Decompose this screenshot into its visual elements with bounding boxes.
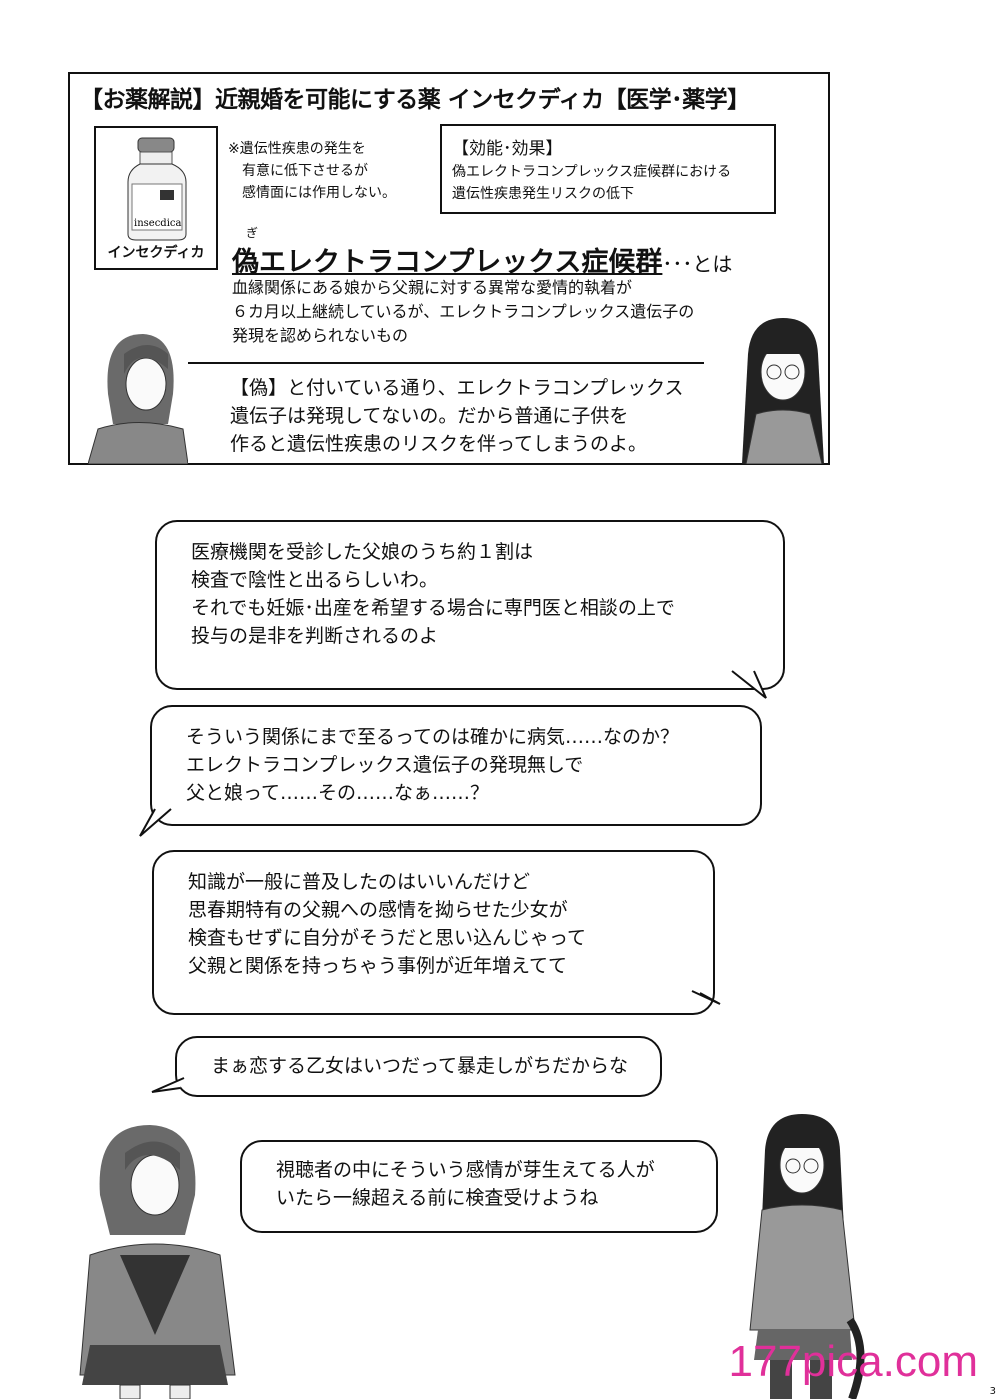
speech-bubble: 知識が一般に普及したのはいいんだけど 思春期特有の父親への感情を拗らせた少女が … [152,850,715,1015]
bubble-tail [691,990,721,1005]
drug-image-box: insecdica インセクディカ [94,126,218,270]
character-long-hair-glasses-portrait [742,318,824,464]
character-long-hair-glasses-full-body [749,1114,865,1399]
character-short-hair-portrait [88,334,188,464]
definition: 血縁関係にある娘から父親に対する異常な愛情的執着が ６カ月以上継続しているが、エ… [232,276,694,348]
bubble-tail [151,1077,185,1093]
definition-line: 発現を認められないもの [232,326,409,345]
explanation-line: 【偽】と付いている通り、エレクトラコンプレックス [230,377,684,399]
bubble-tail [139,808,172,837]
explanation-line: 作ると遺伝性疾患のリスクを伴ってしまうのよ。 [230,433,648,455]
bottle-label: insecdica [134,218,181,229]
definition-line: 血縁関係にある娘から父親に対する異常な愛情的執着が [232,278,633,297]
bubble-tail [731,670,767,699]
effect-line: 遺伝性疾患発生リスクの低下 [452,186,634,202]
definition-line: ６カ月以上継続しているが、エレクトラコンプレックス遺伝子の [232,302,695,321]
medicine-bottle-icon: insecdica [127,137,187,241]
syndrome-heading: 偽エレクトラコンプレックス症候群･･･とは [232,240,732,279]
speech-bubble: まぁ恋する乙女はいつだって暴走しがちだからな [175,1036,662,1097]
panel-title: 【お薬解説】近親婚を可能にする薬 インセクディカ【医学･薬学】 [80,87,750,113]
drug-name: インセクディカ [107,245,205,261]
divider [188,362,704,364]
syndrome-suffix: ･･･とは [662,252,733,276]
effect-line: 偽エレクトラコンプレックス症候群における [452,164,732,180]
explanation-line: 遺伝子は発現してないの。だから普通に子供を [230,405,629,427]
watermark: 177pica.com [728,1337,978,1386]
drug-explanation-panel: 【お薬解説】近親婚を可能にする薬 インセクディカ【医学･薬学】 insecdic… [68,72,830,465]
ruby-text: ぎ [246,226,259,240]
speech-bubble: そういう関係にまで至るってのは確かに病気……なのか？ エレクトラコンプレックス遺… [150,705,762,826]
explanation: 【偽】と付いている通り、エレクトラコンプレックス 遺伝子は発現してないの。だから… [230,374,684,458]
page-number: 3 [989,1386,996,1397]
speech-bubble: 医療機関を受診した父娘のうち約１割は 検査で陰性と出るらしいわ。 それでも妊娠･… [155,520,785,690]
speech-bubble: 視聴者の中にそういう感情が芽生えてる人が いたら一線超える前に検査受けようね [240,1140,718,1233]
syndrome-name: 偽エレクトラコンプレックス症候群 [232,247,663,278]
effect-box: 【効能･効果】 偽エレクトラコンプレックス症候群における 遺伝性疾患発生リスクの… [440,124,776,214]
character-short-hair-full-body [79,1125,236,1399]
note-text: ※遺伝性疾患の発生を 有意に低下させるが 感情面には作用しない。 [228,141,396,201]
effect-heading: 【効能･効果】 [452,139,563,159]
